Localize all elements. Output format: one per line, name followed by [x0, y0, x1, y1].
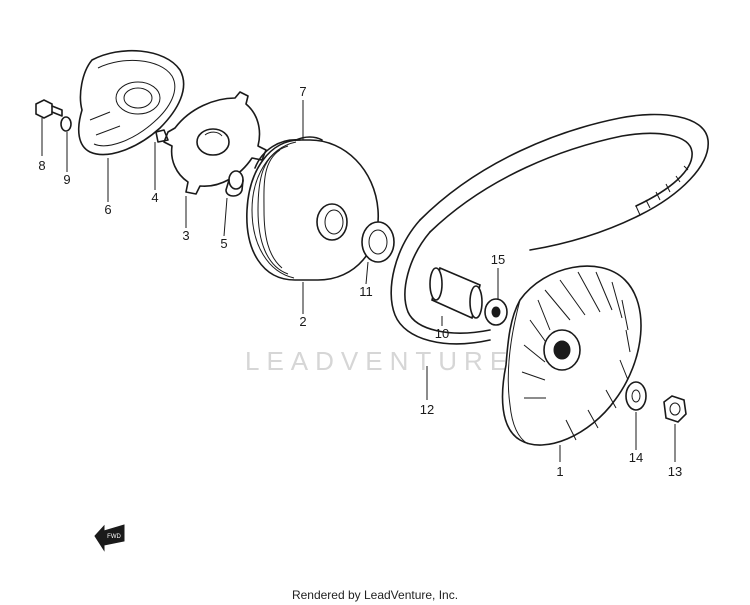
callout-8: 8	[38, 158, 45, 173]
callout-15: 15	[491, 252, 505, 267]
fwd-arrow-icon: FWD	[94, 524, 125, 552]
callout-2: 2	[299, 314, 306, 329]
callout-13: 13	[668, 464, 682, 479]
callout-3: 3	[182, 228, 189, 243]
callouts: 8 9 6 4 3 5 7 2 11 10 15 12 1 14 13	[38, 84, 682, 479]
part-9-washer	[60, 116, 72, 132]
part-2-pulley-drum	[246, 139, 379, 281]
watermark-text: LEADVENTURE	[245, 346, 514, 376]
callout-9: 9	[63, 172, 70, 187]
callout-5: 5	[220, 236, 227, 251]
callout-11: 11	[359, 284, 373, 299]
part-6-back-plate	[77, 49, 185, 156]
fwd-badge-label: FWD	[107, 534, 121, 540]
leader-lines	[41, 100, 676, 462]
callout-6: 6	[104, 202, 111, 217]
callout-1: 1	[556, 464, 563, 479]
part-15-washer	[484, 298, 508, 326]
callout-12: 12	[420, 402, 434, 417]
part-1-drive-face	[501, 265, 642, 446]
part-12-drive-belt	[390, 113, 709, 345]
part-10-collar	[429, 266, 483, 320]
part-14-washer	[625, 381, 647, 411]
footer-credit: Rendered by LeadVenture, Inc.	[291, 588, 459, 602]
part-13-nut	[663, 395, 687, 423]
callout-4: 4	[151, 190, 158, 205]
callout-14: 14	[629, 450, 643, 465]
part-8-bolt	[35, 99, 63, 119]
callout-7: 7	[299, 84, 306, 99]
part-3-clutch-plate	[163, 91, 267, 195]
part-11-seal	[361, 221, 395, 263]
callout-10: 10	[435, 326, 449, 341]
watermark: LEADVENTURE	[245, 346, 514, 376]
part-7-ring	[295, 136, 323, 141]
part-5-pin	[225, 170, 244, 197]
part-4-clip	[155, 129, 169, 143]
